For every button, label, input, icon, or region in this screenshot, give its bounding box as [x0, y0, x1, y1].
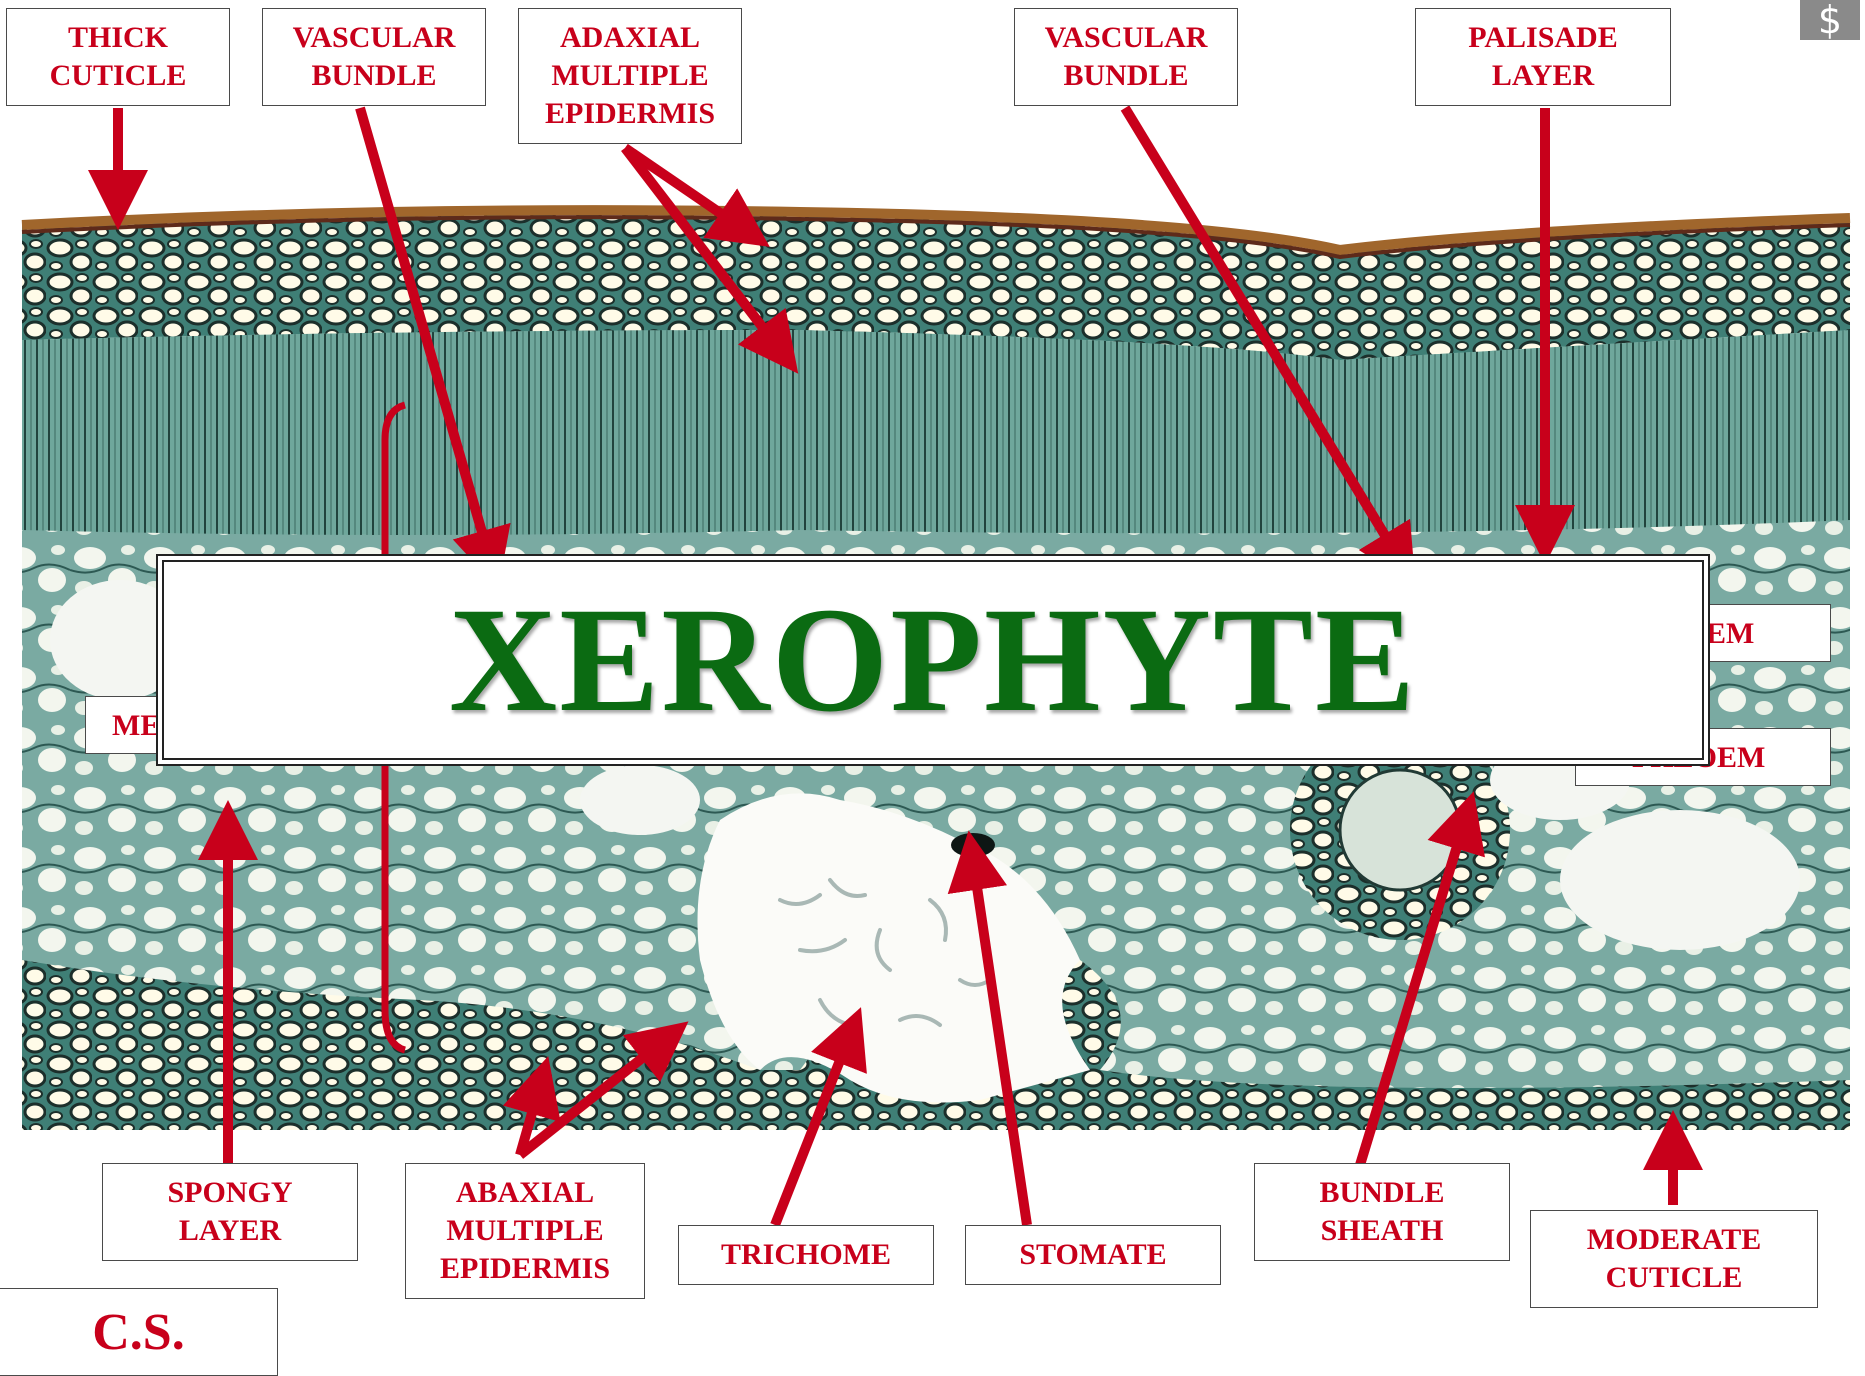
section-label: C.S.	[0, 1288, 278, 1376]
label-trichome: TRICHOME	[678, 1225, 934, 1285]
label-bundle-sheath: BUNDLE SHEATH	[1254, 1163, 1510, 1261]
label-vascular-bundle-left: VASCULAR BUNDLE	[262, 8, 486, 106]
label-thick-cuticle: THICK CUTICLE	[6, 8, 230, 106]
label-abaxial-multiple-epidermis: ABAXIAL MULTIPLE EPIDERMIS	[405, 1163, 645, 1299]
title-box: XEROPHYTE	[162, 560, 1704, 760]
label-palisade-layer: PALISADE LAYER	[1415, 8, 1671, 106]
label-vascular-bundle-right: VASCULAR BUNDLE	[1014, 8, 1238, 106]
label-stomate: STOMATE	[965, 1225, 1221, 1285]
label-adaxial-multiple-epidermis: ADAXIAL MULTIPLE EPIDERMIS	[518, 8, 742, 144]
dollar-icon: $	[1800, 0, 1860, 40]
label-moderate-cuticle: MODERATE CUTICLE	[1530, 1210, 1818, 1308]
label-mesophyll-text: ME	[112, 707, 160, 745]
page-title: XEROPHYTE	[164, 562, 1702, 758]
label-spongy-layer: SPONGY LAYER	[102, 1163, 358, 1261]
label-xylem-text: EM	[1706, 615, 1754, 653]
